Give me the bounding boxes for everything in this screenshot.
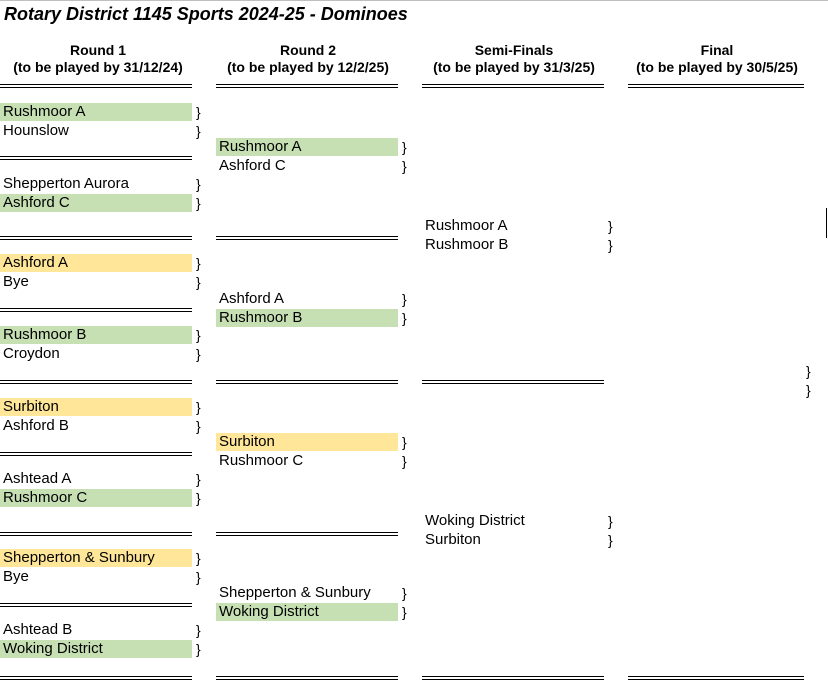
match-brace: } <box>402 291 407 307</box>
team-cell: Rushmoor A <box>216 138 398 156</box>
bracket-rule <box>216 236 398 240</box>
bracket-rule <box>422 676 604 680</box>
team-cell: Rushmoor B <box>425 236 509 253</box>
match-brace: } <box>806 363 811 379</box>
team-cell: Rushmoor A <box>0 103 192 121</box>
team-cell: Ashford B <box>3 417 69 434</box>
match-brace: } <box>196 195 201 211</box>
bracket-rule <box>0 156 192 160</box>
team-cell: Rushmoor B <box>0 326 192 344</box>
match-brace: } <box>608 532 613 548</box>
team-cell: Rushmoor B <box>216 309 398 327</box>
team-cell: Ashtead B <box>3 621 73 638</box>
match-brace: } <box>196 418 201 434</box>
team-cell: Shepperton & Sunbury <box>0 549 192 567</box>
semi-finals-name: Semi-Finals <box>474 42 554 58</box>
team-cell: Shepperton Aurora <box>3 175 129 192</box>
bracket-rule <box>0 308 192 312</box>
bracket-rule <box>0 380 192 384</box>
match-brace: } <box>402 158 407 174</box>
round-2-header: Round 2 (to be played by 12/2/25) <box>210 42 406 76</box>
bracket-rule <box>422 84 604 88</box>
match-brace: } <box>402 604 407 620</box>
match-brace: } <box>806 382 811 398</box>
team-cell: Hounslow <box>3 122 69 139</box>
match-brace: } <box>196 327 201 343</box>
round-1-header: Round 1 (to be played by 31/12/24) <box>0 42 196 76</box>
bracket-rule <box>0 452 192 456</box>
team-cell: Croydon <box>3 345 60 362</box>
round-2-name: Round 2 <box>280 42 336 58</box>
page-title: Rotary District 1145 Sports 2024-25 - Do… <box>4 4 408 24</box>
team-cell: Woking District <box>216 603 398 621</box>
bracket-rule <box>0 84 192 88</box>
final-deadline: (to be played by 30/5/25) <box>636 59 798 75</box>
team-cell: Surbiton <box>0 398 192 416</box>
match-brace: } <box>608 237 613 253</box>
bracket-rule <box>628 676 804 680</box>
bracket-rule <box>216 380 398 384</box>
match-brace: } <box>196 346 201 362</box>
team-cell: Surbiton <box>425 531 481 548</box>
round-1-name: Round 1 <box>70 42 126 58</box>
match-brace: } <box>196 490 201 506</box>
bracket-rule <box>216 84 398 88</box>
team-cell: Rushmoor A <box>425 217 508 234</box>
team-cell: Rushmoor C <box>0 489 192 507</box>
match-brace: } <box>196 255 201 271</box>
team-cell: Ashford C <box>0 194 192 212</box>
match-brace: } <box>196 399 201 415</box>
team-cell <box>628 381 804 399</box>
semi-finals-header: Semi-Finals (to be played by 31/3/25) <box>416 42 612 76</box>
match-brace: } <box>196 471 201 487</box>
match-brace: } <box>196 622 201 638</box>
bracket-rule <box>422 380 604 384</box>
match-brace: } <box>196 569 201 585</box>
bracket-rule <box>0 676 192 680</box>
bracket-rule <box>216 532 398 536</box>
semi-finals-deadline: (to be played by 31/3/25) <box>433 59 595 75</box>
bracket-rule <box>0 532 192 536</box>
team-cell: Ashford C <box>219 157 286 174</box>
team-cell: Ashford A <box>0 254 192 272</box>
match-brace: } <box>402 434 407 450</box>
team-cell: Rushmoor C <box>219 452 304 469</box>
team-cell: Shepperton & Sunbury <box>219 584 371 601</box>
match-brace: } <box>402 585 407 601</box>
round-1-deadline: (to be played by 31/12/24) <box>13 59 183 75</box>
bracket-rule <box>628 84 804 88</box>
match-brace: } <box>196 104 201 120</box>
team-cell: Woking District <box>0 640 192 658</box>
team-cell: Surbiton <box>216 433 398 451</box>
match-brace: } <box>608 513 613 529</box>
team-cell <box>628 362 804 380</box>
bracket-rule <box>0 236 192 240</box>
match-brace: } <box>196 641 201 657</box>
match-brace: } <box>196 274 201 290</box>
team-cell: Bye <box>3 273 29 290</box>
cell-edge-marker <box>826 208 827 238</box>
bracket-rule <box>216 676 398 680</box>
match-brace: } <box>196 123 201 139</box>
match-brace: } <box>608 218 613 234</box>
final-name: Final <box>700 42 734 58</box>
bracket-rule <box>0 603 192 607</box>
round-2-deadline: (to be played by 12/2/25) <box>227 59 389 75</box>
match-brace: } <box>402 139 407 155</box>
team-cell: Woking District <box>425 512 525 529</box>
team-cell: Bye <box>3 568 29 585</box>
team-cell: Ashford A <box>219 290 285 307</box>
top-border <box>0 0 828 1</box>
match-brace: } <box>196 550 201 566</box>
match-brace: } <box>196 176 201 192</box>
match-brace: } <box>402 310 407 326</box>
match-brace: } <box>402 453 407 469</box>
final-header: Final (to be played by 30/5/25) <box>619 42 815 76</box>
team-cell: Ashtead A <box>3 470 72 487</box>
